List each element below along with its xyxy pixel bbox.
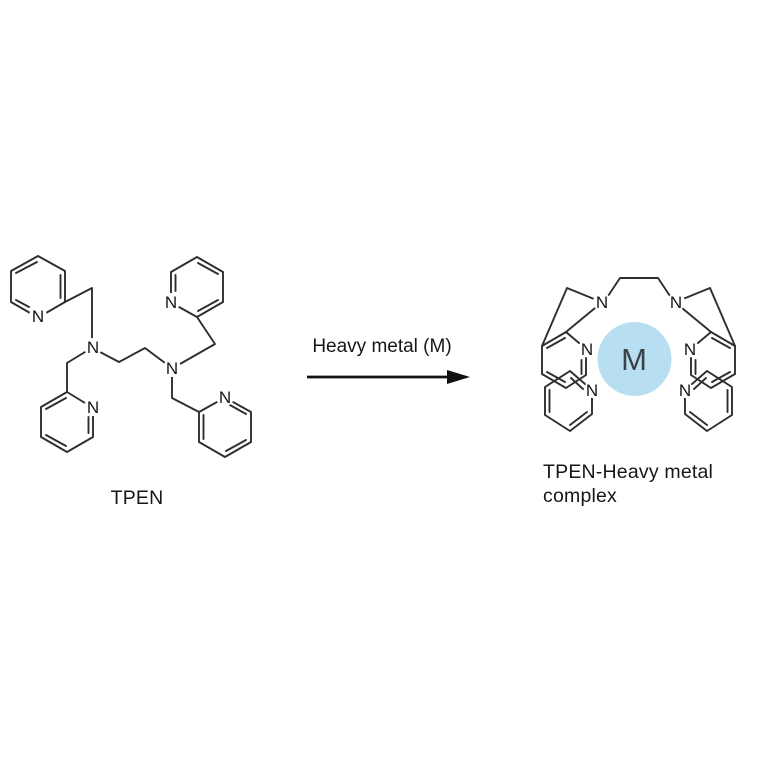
- arm-bond: [682, 287, 736, 347]
- nitrogen-label: N: [87, 398, 99, 417]
- complex-pyridine-back-left: [541, 331, 587, 389]
- nitrogen-label: N: [596, 293, 608, 312]
- pyridine-ring-top-right: [170, 256, 224, 318]
- product-name-line2: complex: [543, 485, 617, 507]
- complex-pyridine-front-right: [684, 370, 733, 432]
- complex-pyridine-front-left: [544, 370, 593, 432]
- nitrogen-label: N: [32, 307, 44, 326]
- metal-highlight-circle: [597, 322, 672, 396]
- condition-label: Heavy metal (M): [312, 336, 451, 357]
- nitrogen-label: N: [166, 359, 178, 378]
- complex-pyridine-back-right: [690, 331, 736, 389]
- pyridine-ring-top-left: [10, 255, 66, 314]
- reaction-arrow: Heavy metal (M): [307, 336, 470, 384]
- reactant-name: TPEN: [111, 487, 164, 509]
- arm-bond: [565, 307, 596, 333]
- metal-label: M: [621, 342, 647, 377]
- arm-bond: [681, 307, 712, 333]
- nitrogen-label: N: [581, 340, 593, 359]
- nitrogen-label: N: [679, 381, 691, 400]
- nitrogen-label: N: [87, 338, 99, 357]
- product-name-line1: TPEN-Heavy metal: [543, 461, 713, 483]
- arrow-head: [447, 370, 470, 384]
- nitrogen-label: N: [670, 293, 682, 312]
- nitrogen-label: N: [684, 340, 696, 359]
- arm-bond: [541, 287, 595, 347]
- metal-complex-structure: N N N N N N M TPEN-Heavy metal complex: [541, 277, 736, 507]
- pyridine-ring-bottom-left: [40, 391, 94, 453]
- pyridine-ring-bottom-right: [198, 401, 252, 458]
- nitrogen-label: N: [165, 293, 177, 312]
- tpen-backbone-bonds: [64, 287, 216, 413]
- nitrogen-label: N: [219, 388, 231, 407]
- nitrogen-label: N: [586, 381, 598, 400]
- bridge-bond: [607, 277, 671, 297]
- tpen-structure: N N N N N N TPEN: [10, 255, 252, 509]
